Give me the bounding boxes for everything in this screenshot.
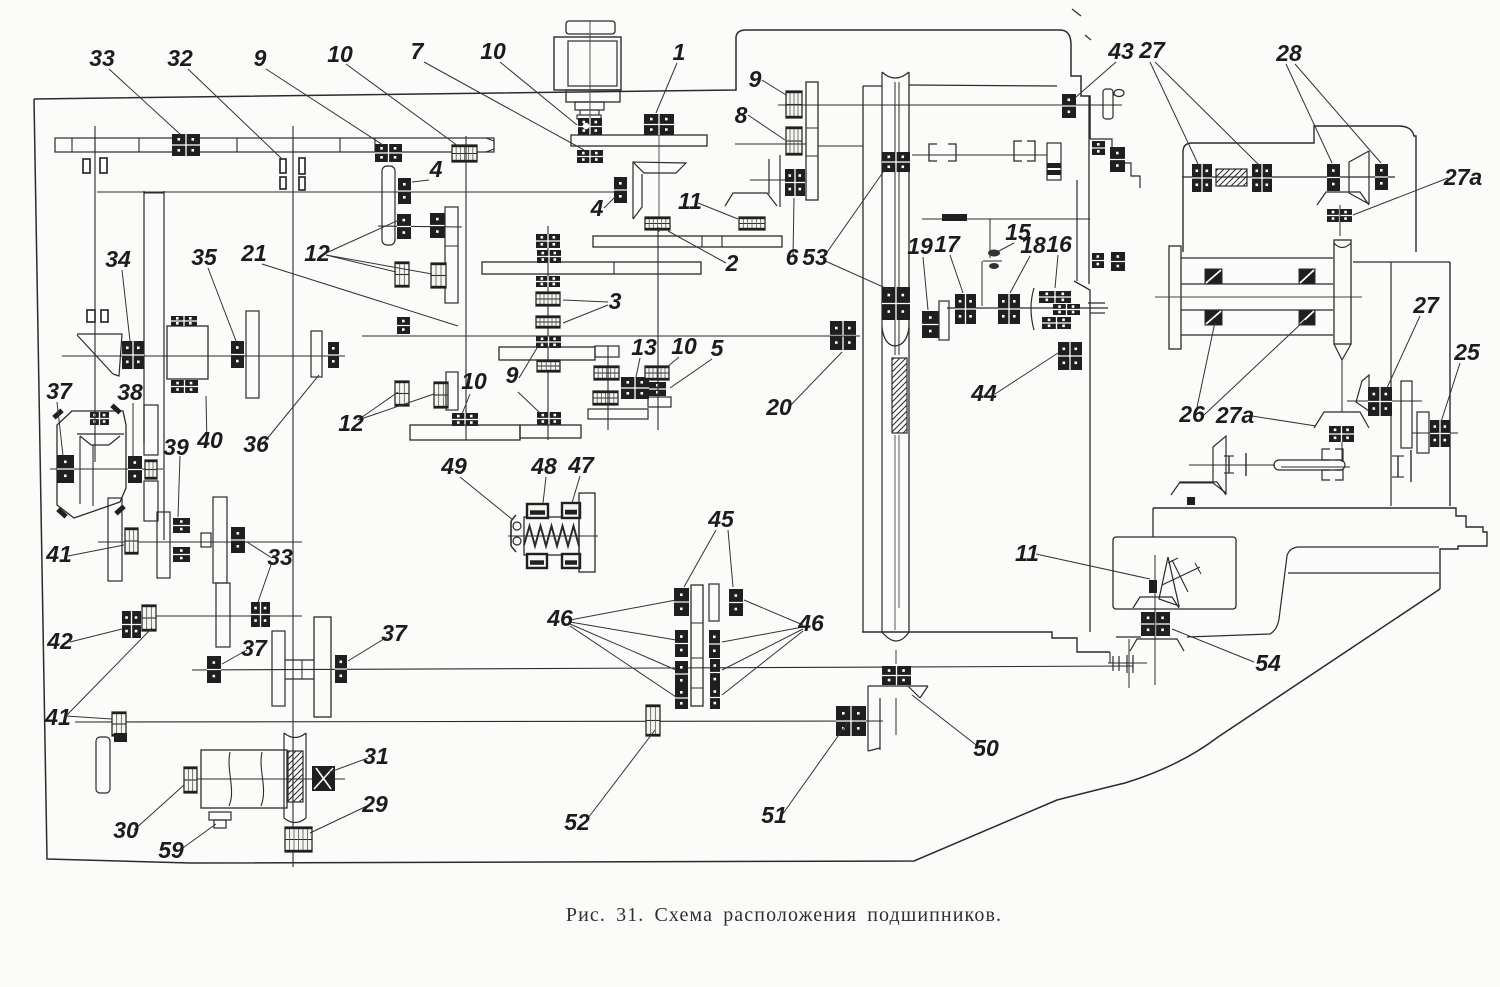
svg-text:10: 10 — [671, 333, 697, 359]
svg-text:46: 46 — [546, 605, 573, 631]
svg-text:7: 7 — [411, 38, 425, 64]
svg-text:26: 26 — [1178, 401, 1205, 427]
svg-text:38: 38 — [117, 379, 143, 405]
svg-text:31: 31 — [363, 743, 389, 769]
svg-text:17: 17 — [934, 231, 961, 257]
svg-text:53: 53 — [802, 244, 828, 270]
svg-text:11: 11 — [678, 188, 702, 214]
svg-text:6: 6 — [786, 244, 799, 270]
svg-text:5: 5 — [711, 335, 725, 361]
svg-text:34: 34 — [105, 246, 131, 272]
svg-text:41: 41 — [45, 541, 72, 567]
svg-text:12: 12 — [338, 410, 364, 436]
svg-text:48: 48 — [530, 453, 557, 479]
svg-text:46: 46 — [797, 610, 824, 636]
svg-text:27a: 27a — [1443, 164, 1483, 190]
svg-text:45: 45 — [707, 506, 735, 532]
svg-text:9: 9 — [506, 362, 519, 388]
svg-text:47: 47 — [567, 452, 595, 478]
svg-text:11: 11 — [1015, 540, 1039, 566]
svg-text:10: 10 — [327, 41, 353, 67]
svg-text:30: 30 — [113, 817, 139, 843]
svg-text:16: 16 — [1046, 231, 1072, 257]
svg-text:27: 27 — [1412, 292, 1440, 318]
svg-text:27a: 27a — [1215, 402, 1255, 428]
svg-text:59: 59 — [158, 837, 184, 863]
svg-text:10: 10 — [480, 38, 506, 64]
svg-text:27: 27 — [1138, 37, 1166, 63]
svg-text:21: 21 — [240, 240, 267, 266]
svg-text:1: 1 — [673, 39, 686, 65]
svg-text:9: 9 — [749, 66, 762, 92]
svg-text:4: 4 — [590, 195, 604, 221]
svg-text:52: 52 — [564, 809, 590, 835]
svg-text:Рис. 31. Схема расположения по: Рис. 31. Схема расположения подшипников. — [566, 904, 1002, 926]
svg-text:49: 49 — [440, 453, 467, 479]
svg-text:41: 41 — [44, 704, 71, 730]
svg-text:13: 13 — [631, 334, 657, 360]
svg-text:54: 54 — [1255, 650, 1281, 676]
svg-text:42: 42 — [46, 628, 73, 654]
svg-text:10: 10 — [461, 368, 487, 394]
svg-text:43: 43 — [1107, 38, 1134, 64]
svg-text:39: 39 — [163, 434, 189, 460]
svg-text:37: 37 — [381, 620, 408, 646]
svg-text:28: 28 — [1275, 40, 1302, 66]
svg-text:40: 40 — [196, 427, 223, 453]
svg-text:12: 12 — [304, 240, 330, 266]
svg-text:8: 8 — [735, 102, 748, 128]
svg-text:9: 9 — [254, 45, 267, 71]
svg-text:35: 35 — [191, 244, 218, 270]
svg-text:4: 4 — [429, 156, 443, 182]
svg-text:33: 33 — [267, 544, 293, 570]
svg-text:29: 29 — [361, 791, 388, 817]
svg-text:37: 37 — [241, 635, 268, 661]
svg-text:25: 25 — [1453, 339, 1481, 365]
svg-text:32: 32 — [167, 45, 193, 71]
svg-text:33: 33 — [89, 45, 115, 71]
svg-text:36: 36 — [243, 431, 269, 457]
svg-text:44: 44 — [970, 380, 997, 406]
svg-text:3: 3 — [609, 288, 622, 314]
svg-text:37: 37 — [46, 378, 73, 404]
svg-text:19: 19 — [907, 233, 933, 259]
svg-text:15: 15 — [1005, 219, 1032, 245]
svg-text:20: 20 — [765, 394, 792, 420]
svg-text:18: 18 — [1020, 232, 1046, 258]
svg-text:2: 2 — [725, 250, 739, 276]
svg-text:51: 51 — [761, 802, 787, 828]
svg-text:50: 50 — [973, 735, 999, 761]
